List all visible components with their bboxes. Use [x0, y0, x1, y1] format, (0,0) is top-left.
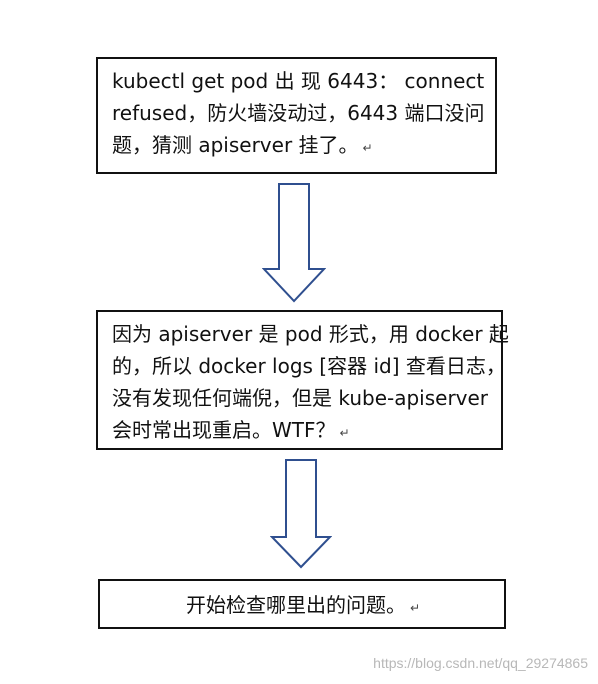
return-mark-icon: ↵ — [339, 426, 350, 440]
step-box-3: 开始检查哪里出的问题。 ↵ — [98, 579, 506, 629]
step-box-1: kubectl get pod 出 现 6443： connect refuse… — [96, 57, 497, 174]
step-1-line-2: refused，防火墙没动过，6443 端口没问 — [112, 101, 485, 125]
step-3-line-1: 开始检查哪里出的问题。 ↵ — [186, 589, 490, 624]
step-2-line-4-text: 会时常出现重启。WTF？ — [112, 418, 336, 442]
down-arrow-1 — [262, 183, 326, 303]
return-mark-icon: ↵ — [362, 141, 373, 155]
down-arrow-2 — [270, 459, 332, 569]
down-arrow-2-shape — [270, 459, 332, 569]
step-1-line-1: kubectl get pod 出 现 6443： connect — [112, 69, 485, 93]
watermark: https://blog.csdn.net/qq_29274865 — [373, 655, 588, 671]
step-box-2: 因为 apiserver 是 pod 形式，用 docker 起 的，所以 do… — [96, 310, 509, 450]
step-2-line-3: 没有发现任何端倪，但是 kube-apiserver — [112, 386, 489, 410]
step-2-line-1: 因为 apiserver 是 pod 形式，用 docker 起 — [112, 322, 509, 346]
step-2-line-2: 的，所以 docker logs [容器 id] 查看日志， — [112, 354, 506, 378]
step-1-line-3-text: 题，猜测 apiserver 挂了。 — [112, 133, 359, 157]
step-3-line-1-text: 开始检查哪里出的问题。 — [186, 593, 406, 617]
return-mark-icon: ↵ — [410, 601, 421, 615]
step-1-line-3: 题，猜测 apiserver 挂了。↵ — [112, 129, 481, 164]
step-2-line-4: 会时常出现重启。WTF？↵ — [112, 414, 487, 449]
down-arrow-1-shape — [262, 183, 326, 303]
